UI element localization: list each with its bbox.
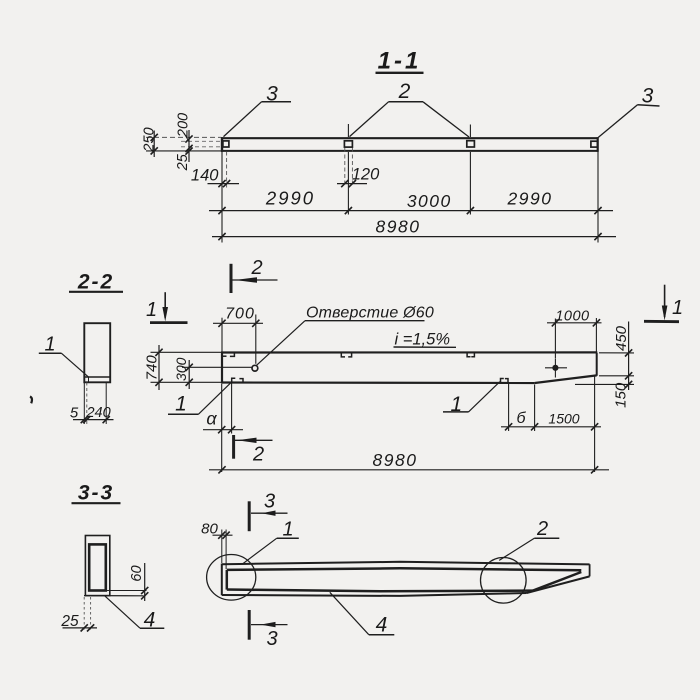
svg-text:25: 25 (60, 613, 79, 630)
svg-text:450: 450 (613, 325, 630, 351)
svg-text:8980: 8980 (373, 450, 418, 470)
svg-text:4: 4 (376, 614, 388, 637)
svg-text:3: 3 (266, 628, 277, 650)
svg-text:2990: 2990 (507, 189, 553, 209)
svg-text:740: 740 (144, 355, 161, 381)
svg-text:150: 150 (612, 382, 629, 408)
svg-text:3: 3 (266, 83, 278, 106)
svg-text:140: 140 (191, 167, 219, 185)
svg-text:i =1,5%: i =1,5% (395, 330, 451, 348)
svg-text:4: 4 (144, 608, 156, 631)
svg-text:1500: 1500 (548, 410, 579, 426)
svg-text:2: 2 (536, 518, 548, 540)
svg-text:3-3: 3-3 (78, 481, 114, 504)
svg-text:1: 1 (44, 334, 55, 356)
svg-text:240: 240 (85, 405, 110, 421)
svg-text:α: α (206, 409, 217, 429)
svg-text:1: 1 (175, 393, 187, 416)
svg-text:2-2: 2-2 (77, 271, 114, 294)
svg-text:1000: 1000 (555, 309, 589, 325)
svg-text:250: 250 (141, 127, 157, 152)
svg-text:1: 1 (146, 299, 157, 321)
svg-text:1-1: 1-1 (378, 48, 422, 75)
svg-text:2: 2 (252, 443, 264, 465)
svg-text:300: 300 (173, 357, 189, 381)
svg-text:2: 2 (250, 257, 262, 279)
svg-text:3000: 3000 (407, 191, 452, 211)
svg-text:б: б (517, 410, 527, 427)
svg-text:25: 25 (175, 153, 191, 171)
svg-text:60: 60 (129, 565, 145, 581)
svg-text:120: 120 (352, 166, 380, 184)
svg-text:1: 1 (282, 518, 293, 540)
svg-text:200: 200 (176, 113, 192, 138)
svg-text:3: 3 (642, 85, 654, 108)
svg-text:1: 1 (450, 393, 462, 416)
svg-text:3: 3 (264, 491, 275, 513)
svg-text:8980: 8980 (376, 217, 421, 237)
svg-text:700: 700 (225, 306, 255, 323)
svg-text:80: 80 (201, 520, 218, 537)
svg-text:Отверстие Ø60: Отверстие Ø60 (306, 305, 434, 322)
svg-text:1: 1 (672, 297, 683, 319)
svg-text:2990: 2990 (265, 188, 315, 209)
svg-text:2: 2 (398, 80, 411, 103)
svg-text:5: 5 (70, 405, 79, 422)
